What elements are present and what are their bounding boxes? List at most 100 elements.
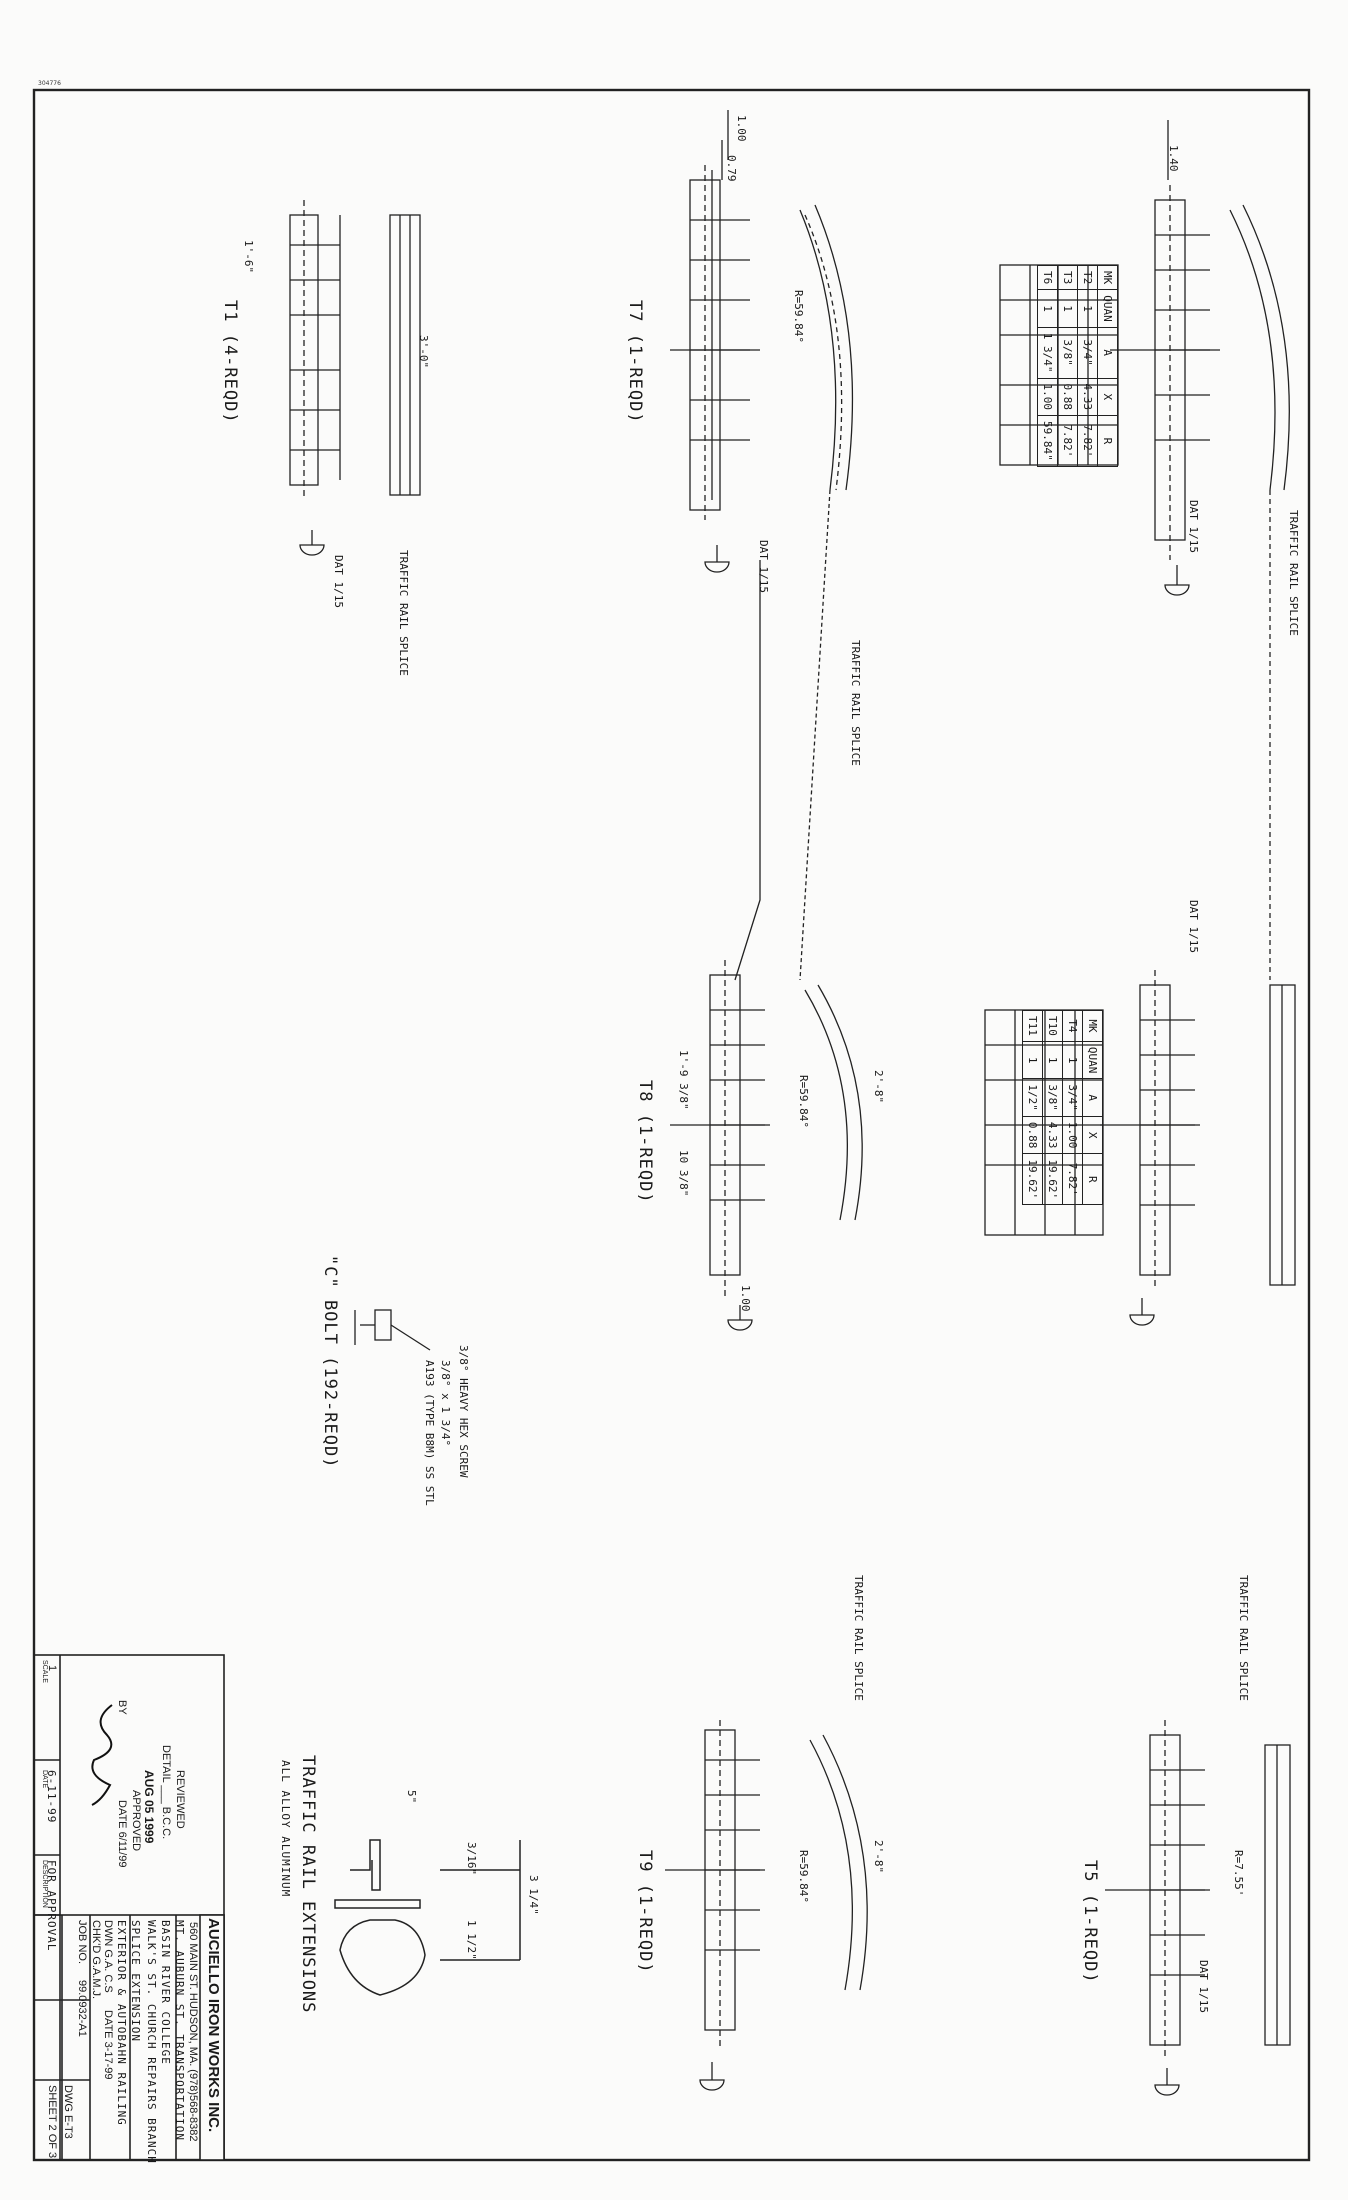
table-cell: 1 3/4" (1037, 327, 1058, 378)
label-t9: T9 (1-REQD) (635, 1850, 655, 1974)
table2-frame (984, 1009, 1104, 1236)
stamp-reviewed: REVIEWED (174, 1770, 186, 1829)
label-t7: T7 (1-REQD) (625, 300, 645, 424)
table-cell: 0.88 (1057, 378, 1078, 416)
table-cell: T2 (1077, 265, 1098, 290)
dat-label-5: DAT 1/15 (1187, 500, 1200, 553)
revision-date-label: DATE (41, 1770, 48, 1789)
sheet-border (32, 88, 1311, 2162)
dim-4: 1'-6" (242, 240, 255, 274)
dim-13: 5" (405, 1790, 418, 1804)
splice-label-4: TRAFFIC RAIL SPLICE (1237, 1575, 1250, 1701)
stamp-detail: DETAIL ___ B.C.C. (160, 1745, 172, 1840)
detail-t9 (665, 1720, 868, 2091)
job-no-label: JOB NO. (76, 1920, 88, 1965)
radius-label-2: R=59.84° (797, 1075, 810, 1128)
detail-t5 (1105, 1720, 1291, 2096)
table-cell: 7.82' (1077, 415, 1098, 467)
dim-12: 3/16" (465, 1842, 478, 1876)
dim-3: 3'-0" (417, 335, 430, 369)
table-header-cell: QUAN (1082, 1041, 1103, 1079)
table1-frame (999, 264, 1119, 466)
table-header-row: MK QUAN A X R (1082, 1010, 1103, 1205)
table-cell: 1 (1057, 289, 1078, 328)
table-header-cell: MK (1082, 1010, 1103, 1042)
title-line-1: SPLICE EXTENSION (129, 1920, 142, 2042)
dim-14: 1.00 (739, 1285, 752, 1312)
table-row: T6 1 1 3/4" 1.00 59.84" (1037, 265, 1058, 467)
detail-c-bolt (354, 1309, 431, 1351)
stamp-approved: APPROVED (130, 1790, 142, 1852)
splice-label-5: TRAFFIC RAIL SPLICE (1287, 510, 1300, 636)
drawn-by: DWN G.A. C.S (102, 1920, 114, 1993)
table-header-cell: R (1082, 1153, 1103, 1205)
bolt-spec-3: A193 (TYPE B8M) SS STL (423, 1360, 436, 1506)
approval-signature (91, 1704, 113, 1806)
company-name: AUCIELLO IRON WORKS INC. (205, 1918, 222, 2133)
dim-6: 10 3/8" (677, 1150, 690, 1197)
table-cell: 1/2" (1022, 1078, 1043, 1117)
table-row: T11 1 1/2" 0.88 19.62' (1022, 1010, 1043, 1205)
sheet-no: SHEET 2 OF 3 (46, 2085, 58, 2159)
revision-scale-label: SCALE (41, 1660, 48, 1683)
table-cell: 1 (1077, 289, 1098, 328)
table-cell: 1 (1037, 289, 1058, 328)
table-row: T3 1 3/8" 0.88 7.82' (1057, 265, 1078, 467)
table-cell: 0.88 (1022, 1116, 1043, 1154)
table-cell: 1 (1022, 1041, 1043, 1079)
dim-2: 0.79 (725, 155, 738, 182)
sheet-code: 304776 (38, 80, 61, 87)
table-cell: 3/8" (1042, 1078, 1063, 1117)
dat-label-4: DAT 1/15 (1197, 1960, 1210, 2013)
job-no-value: 99.0932-A1 (76, 1980, 88, 2037)
table-cell: T6 (1037, 265, 1058, 290)
table-header-cell: X (1082, 1116, 1103, 1154)
stamp-date-signed: DATE 6/11/99 (116, 1800, 128, 1868)
radius-label-t5: R=7.55' (1232, 1850, 1245, 1897)
table-header-cell: X (1097, 378, 1118, 416)
radius-label-3: R=59.84° (797, 1850, 810, 1903)
table-row: T2 1 3/4" 4.33 7.82' (1077, 265, 1098, 467)
splice-label-3: TRAFFIC RAIL SPLICE (852, 1575, 865, 1701)
table-cell: T4 (1062, 1010, 1083, 1042)
title-block-frame (33, 1654, 225, 2161)
project-line-3: WALK'S ST. CHURCH REPAIRS BRANCH (145, 1920, 158, 2164)
table-header-row: MK QUAN A X R (1097, 265, 1118, 467)
project-line-1: MT. AUBURN ST. TRANSPORTATION (173, 1920, 186, 2142)
table-cell: 1.00 (1062, 1116, 1083, 1154)
label-t8: T8 (1-REQD) (635, 1080, 655, 1204)
table-cell: 4.33 (1077, 378, 1098, 416)
detail-t8 (670, 960, 863, 1331)
dat-label-1: DAT 1/15 (332, 555, 345, 608)
mark-table-1: MK QUAN A X R T2 1 3/4" 4.33 7.82' T3 1 … (1037, 265, 1118, 467)
table-cell: 1 (1042, 1041, 1063, 1079)
table-cell: 19.62' (1022, 1153, 1043, 1205)
table-cell: 19.62' (1042, 1153, 1063, 1205)
table-cell: 4.33 (1042, 1116, 1063, 1154)
revision-desc-label: DESCRIPTION (41, 1860, 48, 1908)
label-c-bolt: "C" BOLT (192-REQD) (320, 1255, 340, 1469)
stamp-date: AUG 05 1999 (142, 1770, 156, 1844)
dim-8: 2'-8" (872, 1840, 885, 1874)
detail-t7 (670, 110, 854, 981)
detail-t4-t10-t11 (1100, 970, 1296, 1326)
detail-t1 (289, 200, 421, 556)
splice-label-2: TRAFFIC RAIL SPLICE (849, 640, 862, 766)
table-row: T4 1 3/4" 1.00 7.82' (1062, 1010, 1083, 1205)
note-line-2: ALL ALLOY ALUMINUM (279, 1760, 292, 1898)
table-header-cell: R (1097, 415, 1118, 467)
dim-5: 1'-9 3/8" (677, 1050, 690, 1110)
table-header-cell: A (1097, 327, 1118, 378)
table-cell: T11 (1022, 1010, 1043, 1042)
table-row: T10 1 3/8" 4.33 19.62' (1042, 1010, 1063, 1205)
table-cell: 1 (1062, 1041, 1083, 1079)
table-cell: 7.82' (1062, 1153, 1083, 1205)
table-cell: 1.00 (1037, 378, 1058, 416)
table-cell: T10 (1042, 1010, 1063, 1042)
table-cell: 3/4" (1077, 327, 1098, 378)
splice-label-1: TRAFFIC RAIL SPLICE (397, 550, 410, 676)
dim-10: 3 1/4" (527, 1875, 540, 1915)
table-cell: 7.82' (1057, 415, 1078, 467)
mark-table-2: MK QUAN A X R T4 1 3/4" 1.00 7.82' T10 1… (1022, 1010, 1103, 1205)
table-cell: T3 (1057, 265, 1078, 290)
